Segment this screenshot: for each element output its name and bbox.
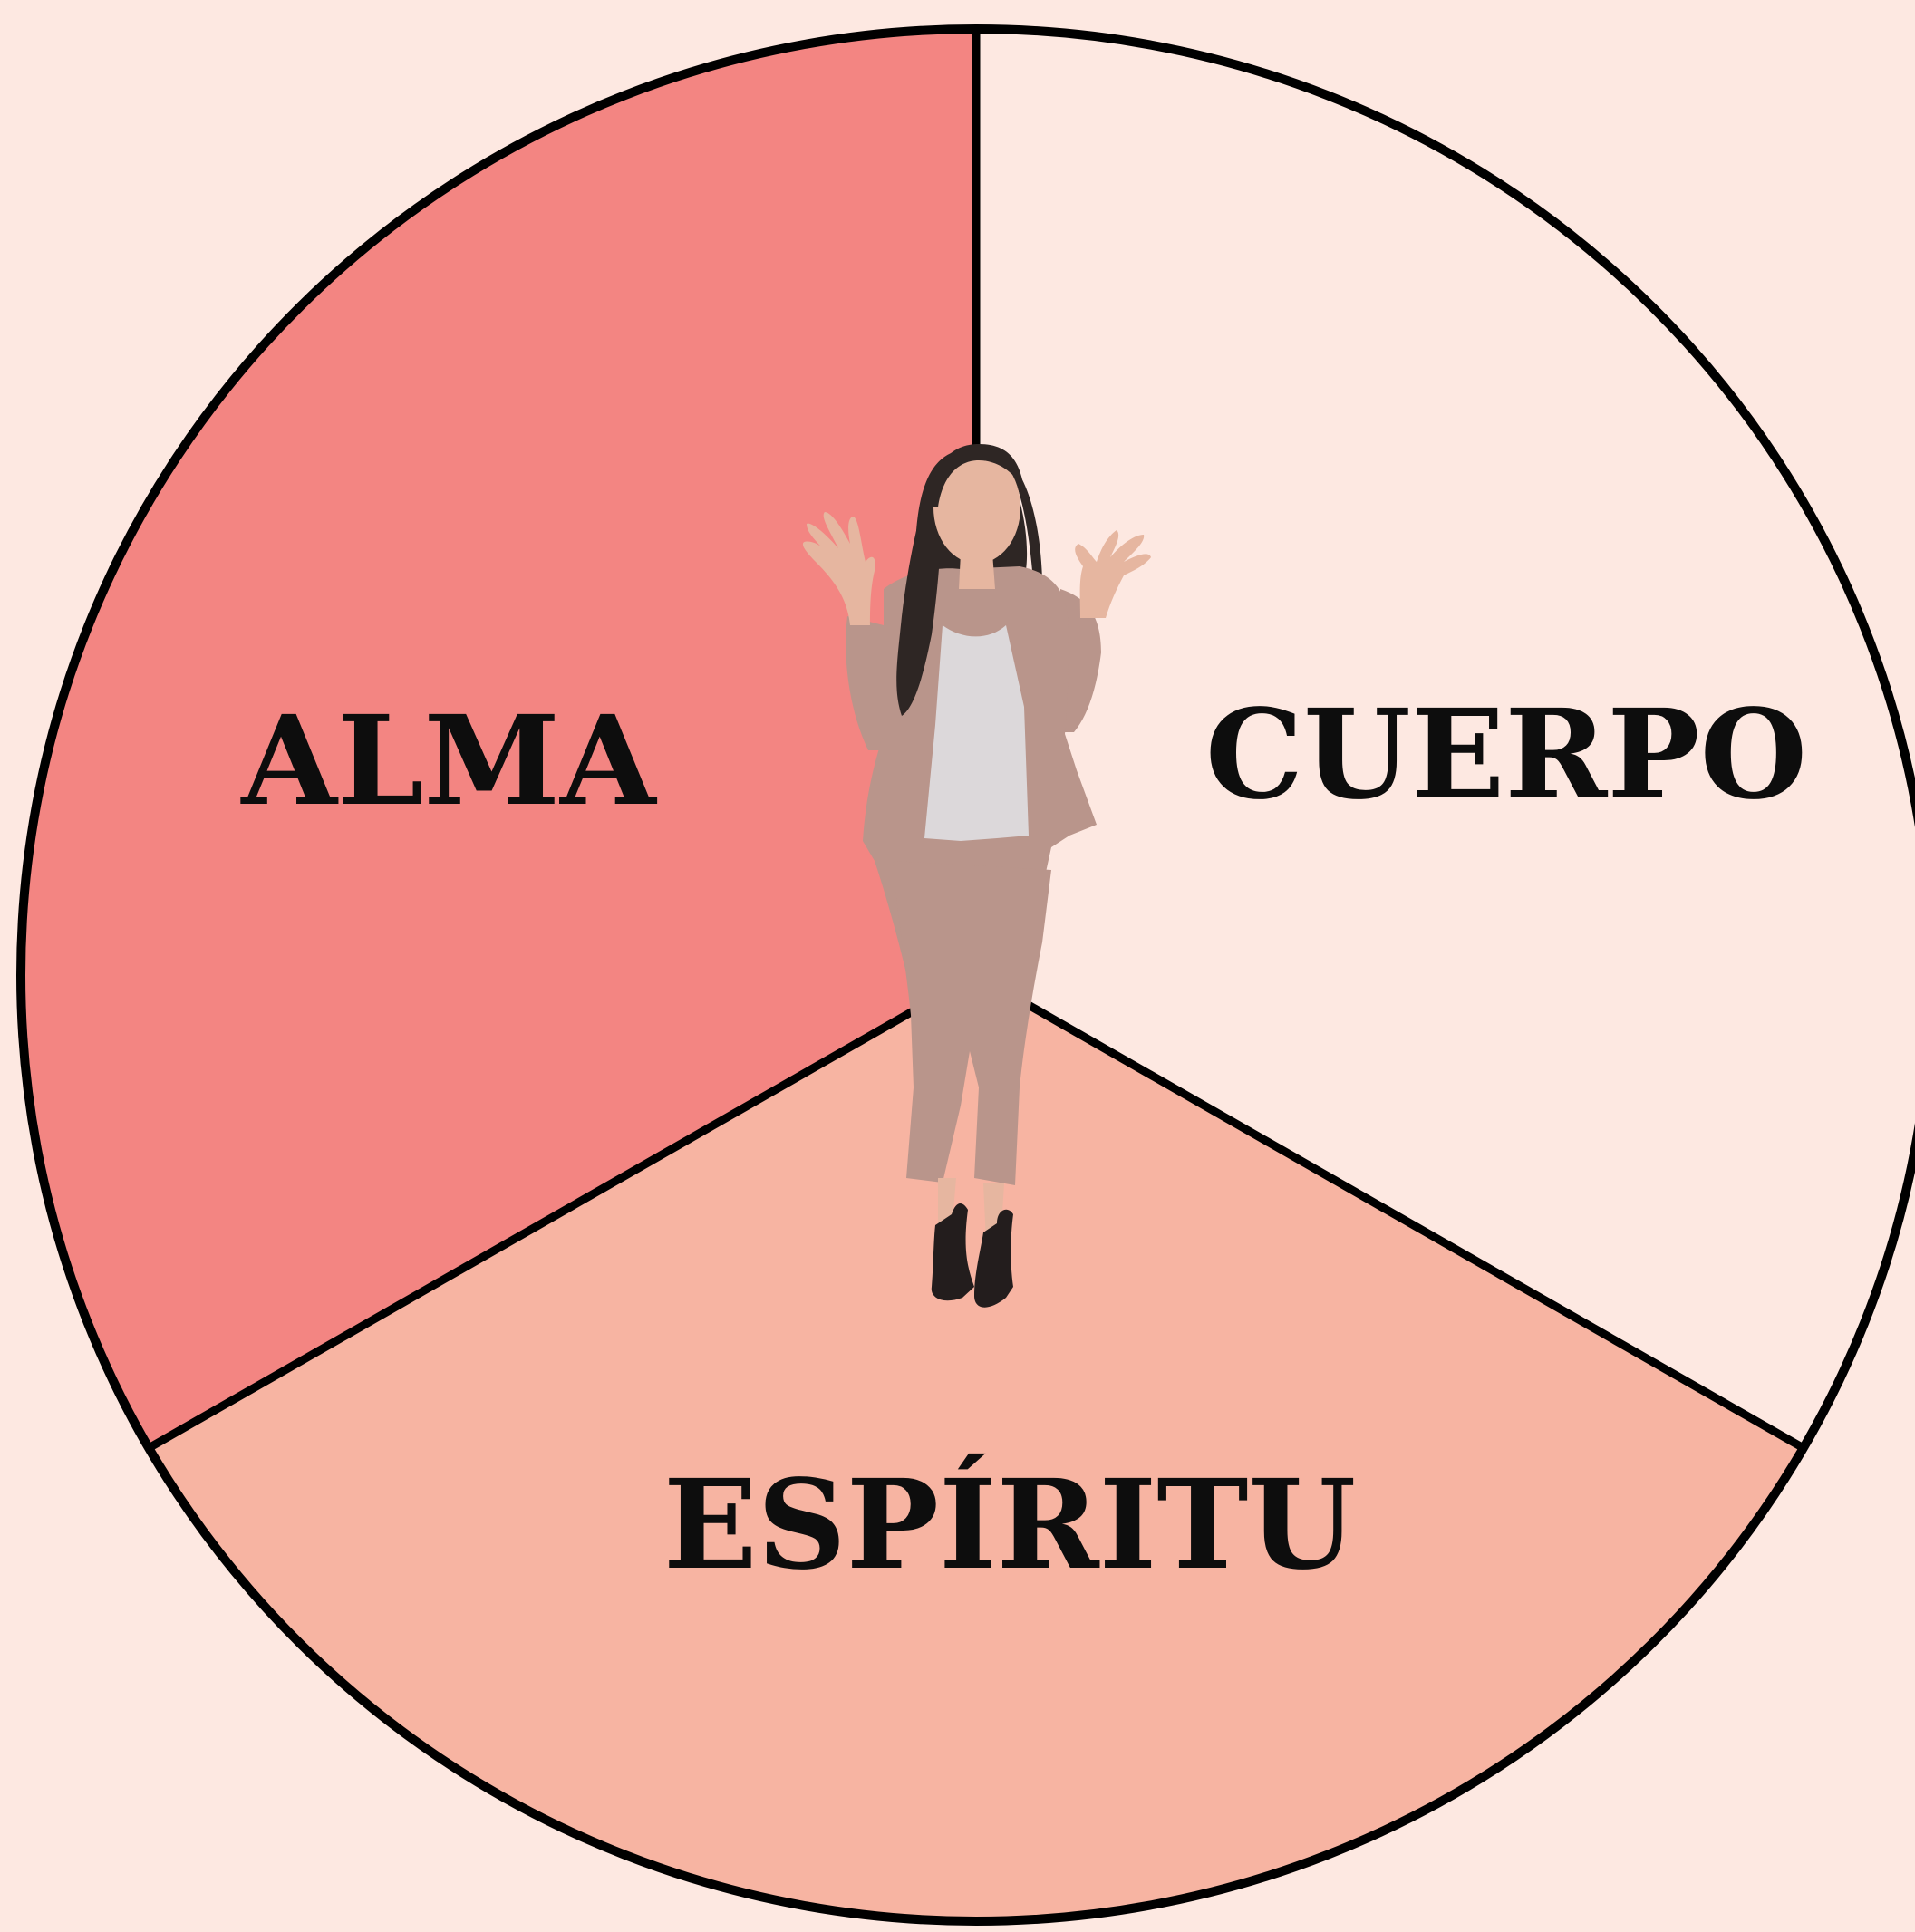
segment-cuerpo bbox=[976, 29, 1915, 1448]
wheel bbox=[16, 24, 1915, 1926]
label-espiritu: ESPÍRITU bbox=[663, 1453, 1356, 1598]
label-alma: ALMA bbox=[239, 689, 658, 834]
segment-alma bbox=[20, 28, 977, 1448]
divider-left bbox=[144, 971, 981, 1453]
woman-in-pink-suit-icon bbox=[802, 444, 1151, 1308]
label-cuerpo: CUERPO bbox=[1205, 682, 1807, 827]
divider-right bbox=[972, 971, 1808, 1453]
wheel-outline bbox=[16, 24, 1915, 1926]
